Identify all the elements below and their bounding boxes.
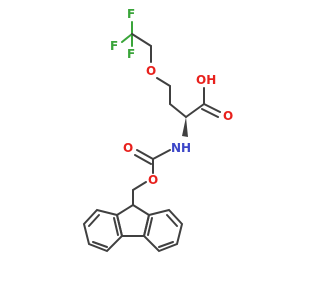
bond-cacid-o-double-1 [203, 103, 221, 113]
ring-left-benzene [82, 208, 124, 253]
atom-o-carbonyl-carbamate: O [123, 141, 133, 155]
ring-right-benzene [142, 208, 184, 253]
ring-right-double-1 [166, 214, 178, 227]
atom-o-carbonyl-acid: O [223, 109, 233, 123]
ring-left-double-2 [92, 241, 108, 248]
bond-ch2-calpha [169, 103, 187, 118]
bond-ccarbamate-o-double-1 [136, 149, 154, 160]
bond-c-f-left [121, 33, 133, 43]
bond-calpha-nh-wedge [182, 117, 188, 137]
bond-o-ether-ch2 [156, 77, 171, 87]
atom-f-bottom: F [127, 47, 135, 61]
atom-f-top: F [127, 7, 135, 21]
atom-f-left: F [110, 39, 118, 53]
ring-right-double-3 [147, 217, 153, 236]
ring-right-double-2 [158, 241, 174, 248]
bond-o-ester-ch2 [132, 181, 147, 191]
bond-ccarbamate-o-double-2 [134, 154, 152, 165]
molecule-structure: F F F O OH O NH O O [82, 7, 233, 253]
atom-o-ether: O [146, 64, 156, 78]
bond-cacid-o-double-2 [201, 108, 219, 118]
ring-left-double-3 [113, 217, 119, 236]
atom-oh: OH [196, 73, 216, 87]
atom-o-ester: O [148, 173, 158, 187]
ring-left-double-1 [88, 214, 100, 227]
bond-calpha-cacid [185, 103, 205, 118]
atom-nh: NH [171, 141, 191, 155]
bond-cf3-ch2 [131, 33, 152, 47]
bond-nh-ccarbamate [152, 149, 171, 160]
bond-c9-right [132, 204, 150, 216]
bond-c9-left [116, 204, 134, 216]
